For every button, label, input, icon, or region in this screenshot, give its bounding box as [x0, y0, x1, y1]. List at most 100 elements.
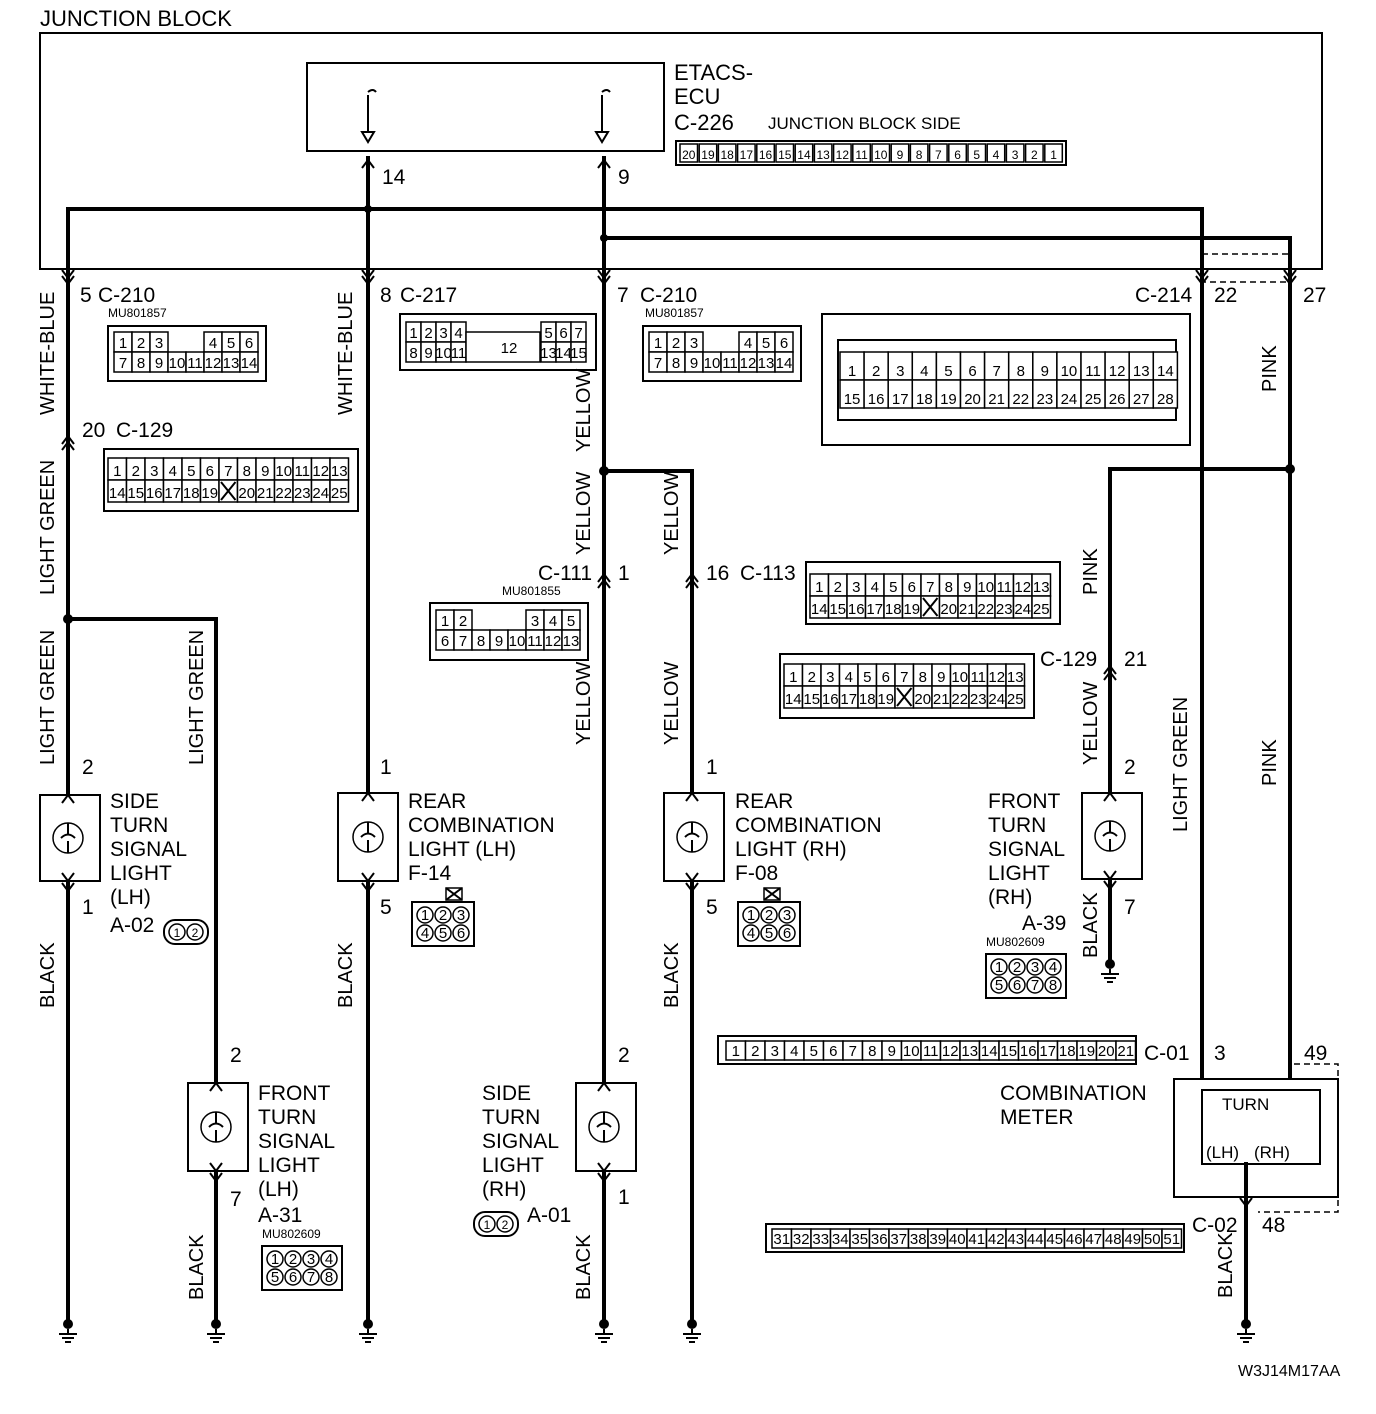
c210b-pin-label: 11 — [722, 355, 738, 372]
c01-pin-label: 2 — [751, 1043, 759, 1060]
c02-pin-label: 41 — [968, 1231, 985, 1248]
c02-pin-label: 46 — [1066, 1231, 1083, 1248]
front-lh-pin-top: 2 — [230, 1044, 242, 1067]
c02-pin-label: 33 — [812, 1231, 829, 1248]
f08-pin-label: 3 — [783, 907, 791, 924]
wire-color-lg2: LIGHT GREEN — [37, 630, 59, 765]
c113-pin-label: 20 — [940, 601, 957, 618]
c217-pin-label: 5 — [544, 325, 552, 342]
ecu-output-switch-right — [594, 89, 611, 144]
c217-pin-label: 3 — [439, 325, 447, 342]
a31-pin-label: 8 — [325, 1269, 333, 1286]
c214-pin-label: 14 — [1157, 363, 1174, 380]
ecu-pin-5 — [967, 143, 987, 163]
junction-block-dashed-extent — [1201, 253, 1291, 283]
connector-c129-left: C-129 — [116, 419, 173, 442]
c02-pin-label: 50 — [1144, 1231, 1161, 1248]
c217-pin-label: 12 — [501, 340, 518, 357]
c113-pin-label: 1 — [815, 579, 823, 596]
meter-turn-label: TURN — [1222, 1095, 1269, 1114]
c01-pin-label: 3 — [771, 1043, 779, 1060]
c214-pin-label: 27 — [1133, 391, 1150, 408]
wire-rear-rh — [602, 469, 694, 1322]
c129a-pin-label: 20 — [238, 485, 255, 502]
wire-color-bk3: BLACK — [661, 942, 683, 1008]
a39-pin-label: 4 — [1049, 959, 1057, 976]
c217-pin-label: 6 — [559, 325, 567, 342]
connector-c210-right: C-210 — [640, 284, 697, 307]
ecu-output-switch-left — [360, 89, 377, 144]
c214-pin-label: 18 — [916, 391, 933, 408]
etacs-ecu-title-1: ETACS- — [674, 60, 753, 85]
front-rh-part: MU802609 — [986, 935, 1045, 949]
wire-color-pk3: PINK — [1259, 739, 1281, 786]
c214-pin — [839, 379, 865, 409]
pin-21-c129: 21 — [1124, 648, 1147, 671]
c113-pin-label: 6 — [908, 579, 916, 596]
c214-pin — [935, 379, 962, 409]
c210a-pin-label: 6 — [245, 335, 253, 352]
c214-pin-label: 11 — [1085, 363, 1101, 380]
front-lh-line-1: FRONT — [258, 1082, 330, 1105]
ecu-pin-label-13: 13 — [816, 148, 830, 162]
a39-pin-label: 1 — [995, 959, 1003, 976]
c111-pin-label: 3 — [531, 613, 539, 630]
c111-pin-label: 10 — [509, 633, 526, 650]
c02-pin-label: 43 — [1007, 1231, 1024, 1248]
c217-pin-label: 7 — [574, 325, 582, 342]
c129b-pin-label: 2 — [808, 669, 816, 686]
c129a-pin-label: 25 — [331, 485, 348, 502]
c129b-pin-label: 8 — [919, 669, 927, 686]
side-lh-line-5: (LH) — [110, 886, 151, 909]
etacs-ecu-box — [306, 62, 665, 152]
c01-pin-label: 11 — [923, 1043, 939, 1060]
side-rh-line-5: (RH) — [482, 1178, 526, 1201]
pin-1-c111: 1 — [618, 562, 630, 585]
connector-c210-left: C-210 — [98, 284, 155, 307]
c129b-pin-label: 18 — [859, 691, 876, 708]
c129b-pin-label: 4 — [845, 669, 853, 686]
c01-pin-label: 6 — [829, 1043, 837, 1060]
front-rh-line-3: SIGNAL — [988, 838, 1065, 861]
bus-left-turn — [66, 207, 1204, 1082]
c129b-pin — [1005, 685, 1026, 709]
c113-pin-label: 12 — [1014, 579, 1031, 596]
c214-pin — [887, 379, 914, 409]
c113-pin-label: 11 — [996, 579, 1012, 596]
a39-pin-label: 8 — [1049, 977, 1057, 994]
ecu-pin-label-16: 16 — [759, 148, 773, 162]
ecu-pin-2 — [1024, 143, 1044, 163]
etacs-ecu-title-2: ECU — [674, 84, 720, 109]
c02-pin-label: 44 — [1027, 1231, 1044, 1248]
c210b-pin-label: 12 — [740, 355, 757, 372]
c113-pin-label: 25 — [1033, 601, 1050, 618]
pin-7-c210: 7 — [617, 284, 629, 307]
pin-8-c217: 8 — [380, 284, 392, 307]
combination-meter-dashed — [1258, 1063, 1339, 1213]
ecu-pin-10 — [871, 143, 891, 163]
junction-block-side-label: JUNCTION BLOCK SIDE — [768, 114, 961, 133]
c01-pin-label: 13 — [961, 1043, 978, 1060]
pin-21-arrow — [1103, 664, 1117, 681]
junction-dot-14 — [364, 205, 372, 213]
ground-symbol-icon — [1237, 1319, 1255, 1343]
c02-pin-label: 34 — [832, 1231, 849, 1248]
connector-c113: C-113 — [740, 562, 796, 585]
ground-symbol-icon — [359, 1319, 377, 1343]
a39-pin-label: 3 — [1031, 959, 1039, 976]
c214-pin — [839, 351, 865, 381]
c214-pin-label: 28 — [1157, 391, 1174, 408]
c210a-pin-label: 8 — [137, 355, 145, 372]
f14-pin-label: 6 — [457, 925, 465, 942]
part-c210-left: MU801857 — [108, 306, 167, 320]
part-c210-right: MU801857 — [645, 306, 704, 320]
a39-pin-label: 5 — [995, 977, 1003, 994]
c02-pin-label: 51 — [1163, 1231, 1180, 1248]
c210b-pin-label: 7 — [654, 355, 662, 372]
c129b-pin-label: 11 — [970, 669, 986, 686]
wire-color-lg3: LIGHT GREEN — [186, 630, 208, 765]
